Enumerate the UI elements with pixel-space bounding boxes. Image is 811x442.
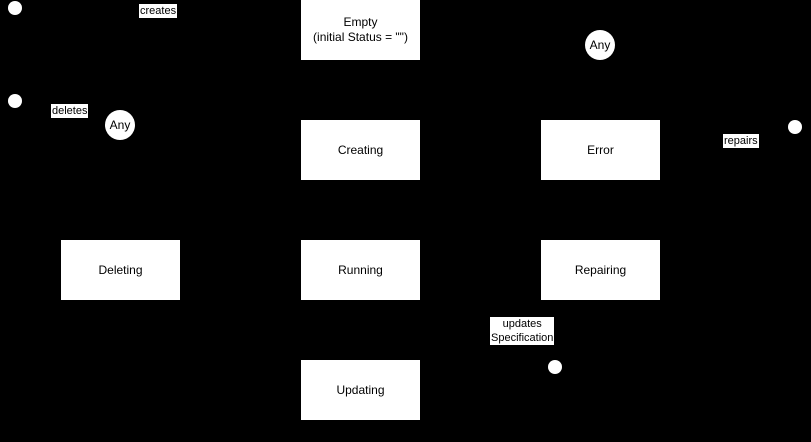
- endpoint-dot-creates[interactable]: [8, 1, 22, 15]
- endpoint-dot-repairs[interactable]: [788, 120, 802, 134]
- state-node-any-right[interactable]: Any: [585, 30, 615, 60]
- state-node-empty[interactable]: Empty (initial Status = ""): [301, 0, 420, 60]
- state-node-updating[interactable]: Updating: [301, 360, 420, 420]
- endpoint-dot-updates[interactable]: [548, 360, 562, 374]
- state-node-running[interactable]: Running: [301, 240, 420, 300]
- endpoint-dot-deletes[interactable]: [8, 94, 22, 108]
- state-node-deleting[interactable]: Deleting: [61, 240, 180, 300]
- edge-label-deletes: deletes: [51, 104, 89, 118]
- state-node-creating[interactable]: Creating: [301, 120, 420, 180]
- state-node-error[interactable]: Error: [541, 120, 660, 180]
- edge-label-updates-specification: updates Specification: [490, 317, 555, 345]
- edge-label-creates: creates: [139, 4, 178, 18]
- state-node-repairing[interactable]: Repairing: [541, 240, 660, 300]
- state-node-any-left[interactable]: Any: [105, 110, 135, 140]
- edge-label-repairs: repairs: [723, 134, 759, 148]
